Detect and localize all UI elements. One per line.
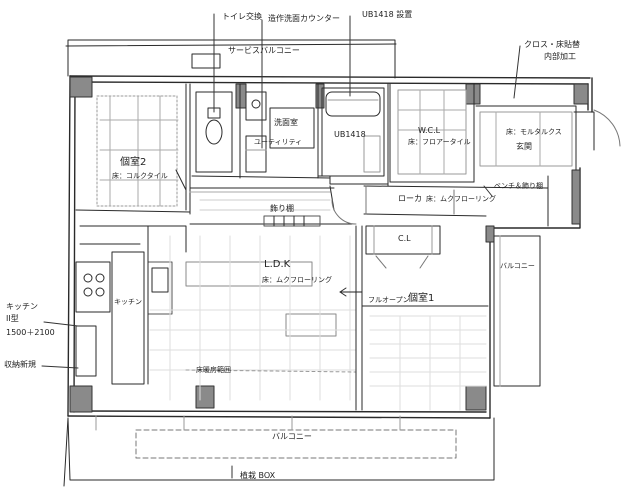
wet-area-walls [191,83,389,187]
label-cl: C.L [398,234,411,243]
hallway [189,185,549,227]
callout-leaders [41,13,521,479]
label-entrance: 玄関 [516,142,532,151]
callout-counter: 造作洗面カウンター [268,14,340,23]
label-entrance-floor: 床：モルタルクス [506,128,562,136]
label-hallway-floor: 床：ムクフローリング [426,195,496,203]
callout-planter: 植栽 BOX [240,471,276,480]
callout-storage: 収納新規 [4,360,36,369]
label-hallway: ローカ [398,194,422,203]
label-room2: 個室2 [120,157,147,168]
outer-walls [67,75,593,419]
service-balcony-outline [65,39,397,79]
callout-kitchen-type: II型 [6,314,19,323]
callout-ub-install: UB1418 設置 [362,10,413,19]
label-ub: UB1418 [334,130,366,139]
room1-area [361,225,541,411]
label-utility: ユーティリティ [254,138,303,146]
balcony-bottom [63,415,495,487]
label-room1: 個室1 [408,293,435,304]
label-ldk: L.D.K [264,259,291,270]
wcl-entrance-walls [389,83,621,227]
label-room2-floor: 床：コルクタイル [112,172,168,180]
label-service-balcony: サービスバルコニー [228,46,300,55]
room2-walls [75,83,191,215]
columns [69,76,589,413]
label-balcony-right: バルコニー [500,262,535,270]
label-ldk-floor: 床：ムクフローリング [262,276,332,284]
label-balcony-bottom: バルコニー [272,432,312,441]
label-wash-room: 洗面室 [274,118,298,127]
label-wcl: W.C.L [418,126,441,135]
callout-closet: クロス・床貼替 [524,40,580,49]
callout-kitchen-size: 1500＋2100 [6,328,55,337]
callout-closet-sub: 内部加工 [544,52,576,61]
callout-toilet: トイレ交換 [222,12,262,21]
callout-kitchen: キッチン [6,302,38,311]
ldk-area [75,225,363,411]
label-display-shelf: 飾り棚 [270,204,294,213]
label-folding: フルオープン [368,296,410,304]
label-pipe-area: 床暖房範囲 [196,366,231,374]
label-bench: ベンチ＆飾り棚 [494,182,543,190]
label-kitchen-inside: キッチン [114,298,142,306]
label-wcl-floor: 床：フロアータイル [408,138,471,146]
